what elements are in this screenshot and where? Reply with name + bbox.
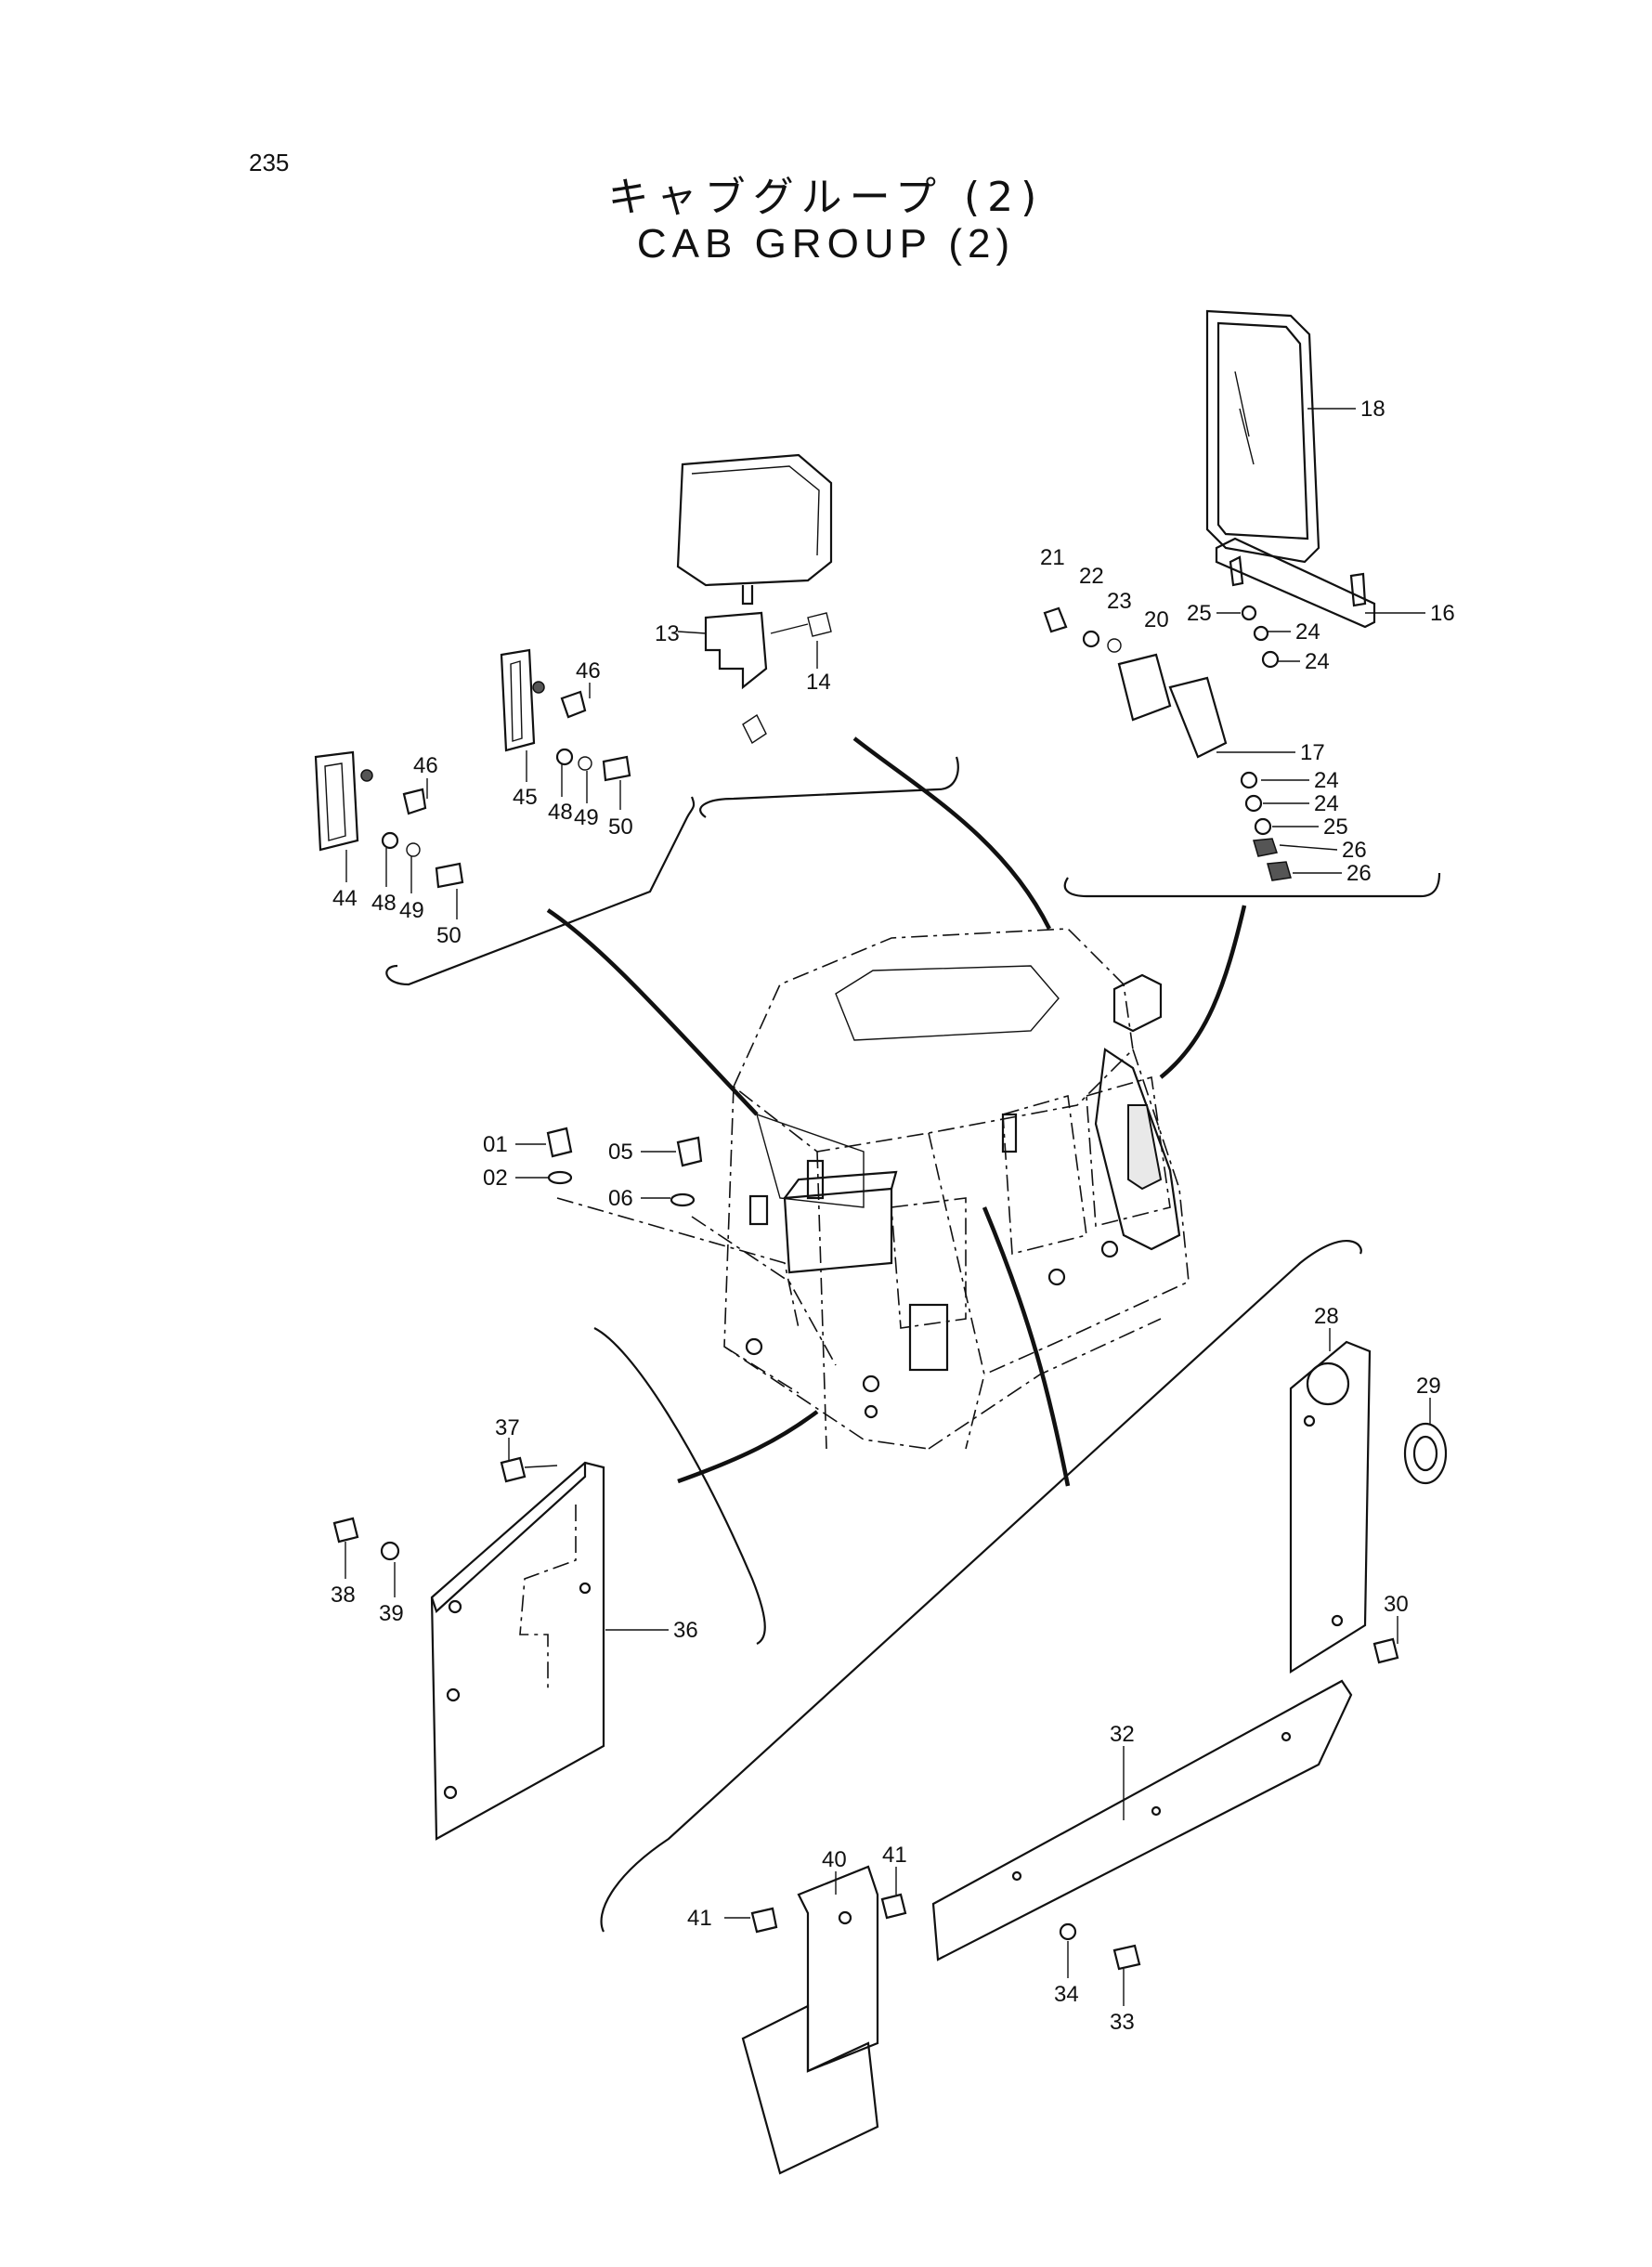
callout-20: 20 [1144, 607, 1169, 632]
hinge-assemblies [314, 648, 696, 986]
callout-05: 05 [608, 1140, 633, 1165]
callout-14: 14 [806, 670, 831, 695]
callout-39: 39 [379, 1601, 404, 1626]
title-japanese: キャブグループ (2) [607, 174, 1045, 221]
callout-33: 33 [1110, 2010, 1135, 2035]
callout-13: 13 [655, 621, 680, 646]
callout-24b: 24 [1305, 649, 1330, 674]
title-english: CAB GROUP (2) [636, 221, 1016, 267]
cab-body [723, 928, 1190, 1450]
callout-24a: 24 [1295, 619, 1320, 645]
callout-41a: 41 [882, 1843, 907, 1868]
callout-line-mirror [1159, 905, 1247, 1079]
callout-18: 18 [1360, 397, 1385, 422]
callout-24d: 24 [1314, 791, 1339, 816]
callout-48b: 48 [371, 891, 397, 916]
callout-48a: 48 [548, 800, 573, 825]
page-number: 235 [249, 149, 290, 176]
stopper-parts [515, 1127, 703, 1207]
callout-21: 21 [1040, 545, 1065, 570]
callout-32: 32 [1110, 1722, 1135, 1747]
callout-25a: 25 [1187, 601, 1212, 626]
callout-26b: 26 [1346, 861, 1372, 886]
callout-curve-side-cover [600, 1239, 1362, 1933]
callout-22: 22 [1079, 564, 1104, 589]
callout-46a: 46 [576, 658, 601, 684]
callout-line-bolt [691, 1216, 837, 1366]
callout-23: 23 [1107, 589, 1132, 614]
callout-44: 44 [332, 886, 358, 911]
callout-17: 17 [1300, 740, 1325, 765]
callout-06: 06 [608, 1186, 633, 1211]
callout-01: 01 [483, 1132, 508, 1157]
callout-49a: 49 [574, 805, 599, 830]
callout-37: 37 [495, 1415, 520, 1440]
callout-50b: 50 [436, 923, 462, 948]
callout-45: 45 [513, 785, 538, 810]
cover-parts [332, 1328, 1448, 2175]
callout-30: 30 [1384, 1592, 1409, 1617]
callout-16: 16 [1430, 601, 1455, 626]
callout-34: 34 [1054, 1982, 1079, 2007]
callout-36: 36 [673, 1618, 698, 1643]
callout-24c: 24 [1314, 768, 1339, 793]
callout-line-hinge [546, 908, 759, 1116]
callout-curve-front-cover [593, 1327, 766, 1645]
callout-line-stopper [556, 1197, 800, 1329]
callout-02: 02 [483, 1166, 508, 1191]
door-mirror-assembly [1043, 309, 1441, 898]
callout-labels: 01 02 05 06 13 14 16 17 18 20 21 22 23 2… [331, 397, 1455, 2035]
callout-26a: 26 [1342, 838, 1367, 863]
headlamp-assembly [676, 453, 959, 818]
callout-41b: 41 [687, 1906, 712, 1931]
callout-line-front-cover [677, 1410, 819, 1484]
callout-46b: 46 [413, 753, 438, 778]
callout-line-headlamp [852, 736, 1052, 931]
callout-29: 29 [1416, 1374, 1441, 1399]
callout-25b: 25 [1323, 814, 1348, 840]
callout-50a: 50 [608, 814, 633, 840]
callout-49b: 49 [399, 898, 424, 923]
callout-line-side-cover [982, 1206, 1071, 1487]
callout-28: 28 [1314, 1304, 1339, 1329]
callout-38: 38 [331, 1583, 356, 1608]
callout-40: 40 [822, 1847, 847, 1872]
